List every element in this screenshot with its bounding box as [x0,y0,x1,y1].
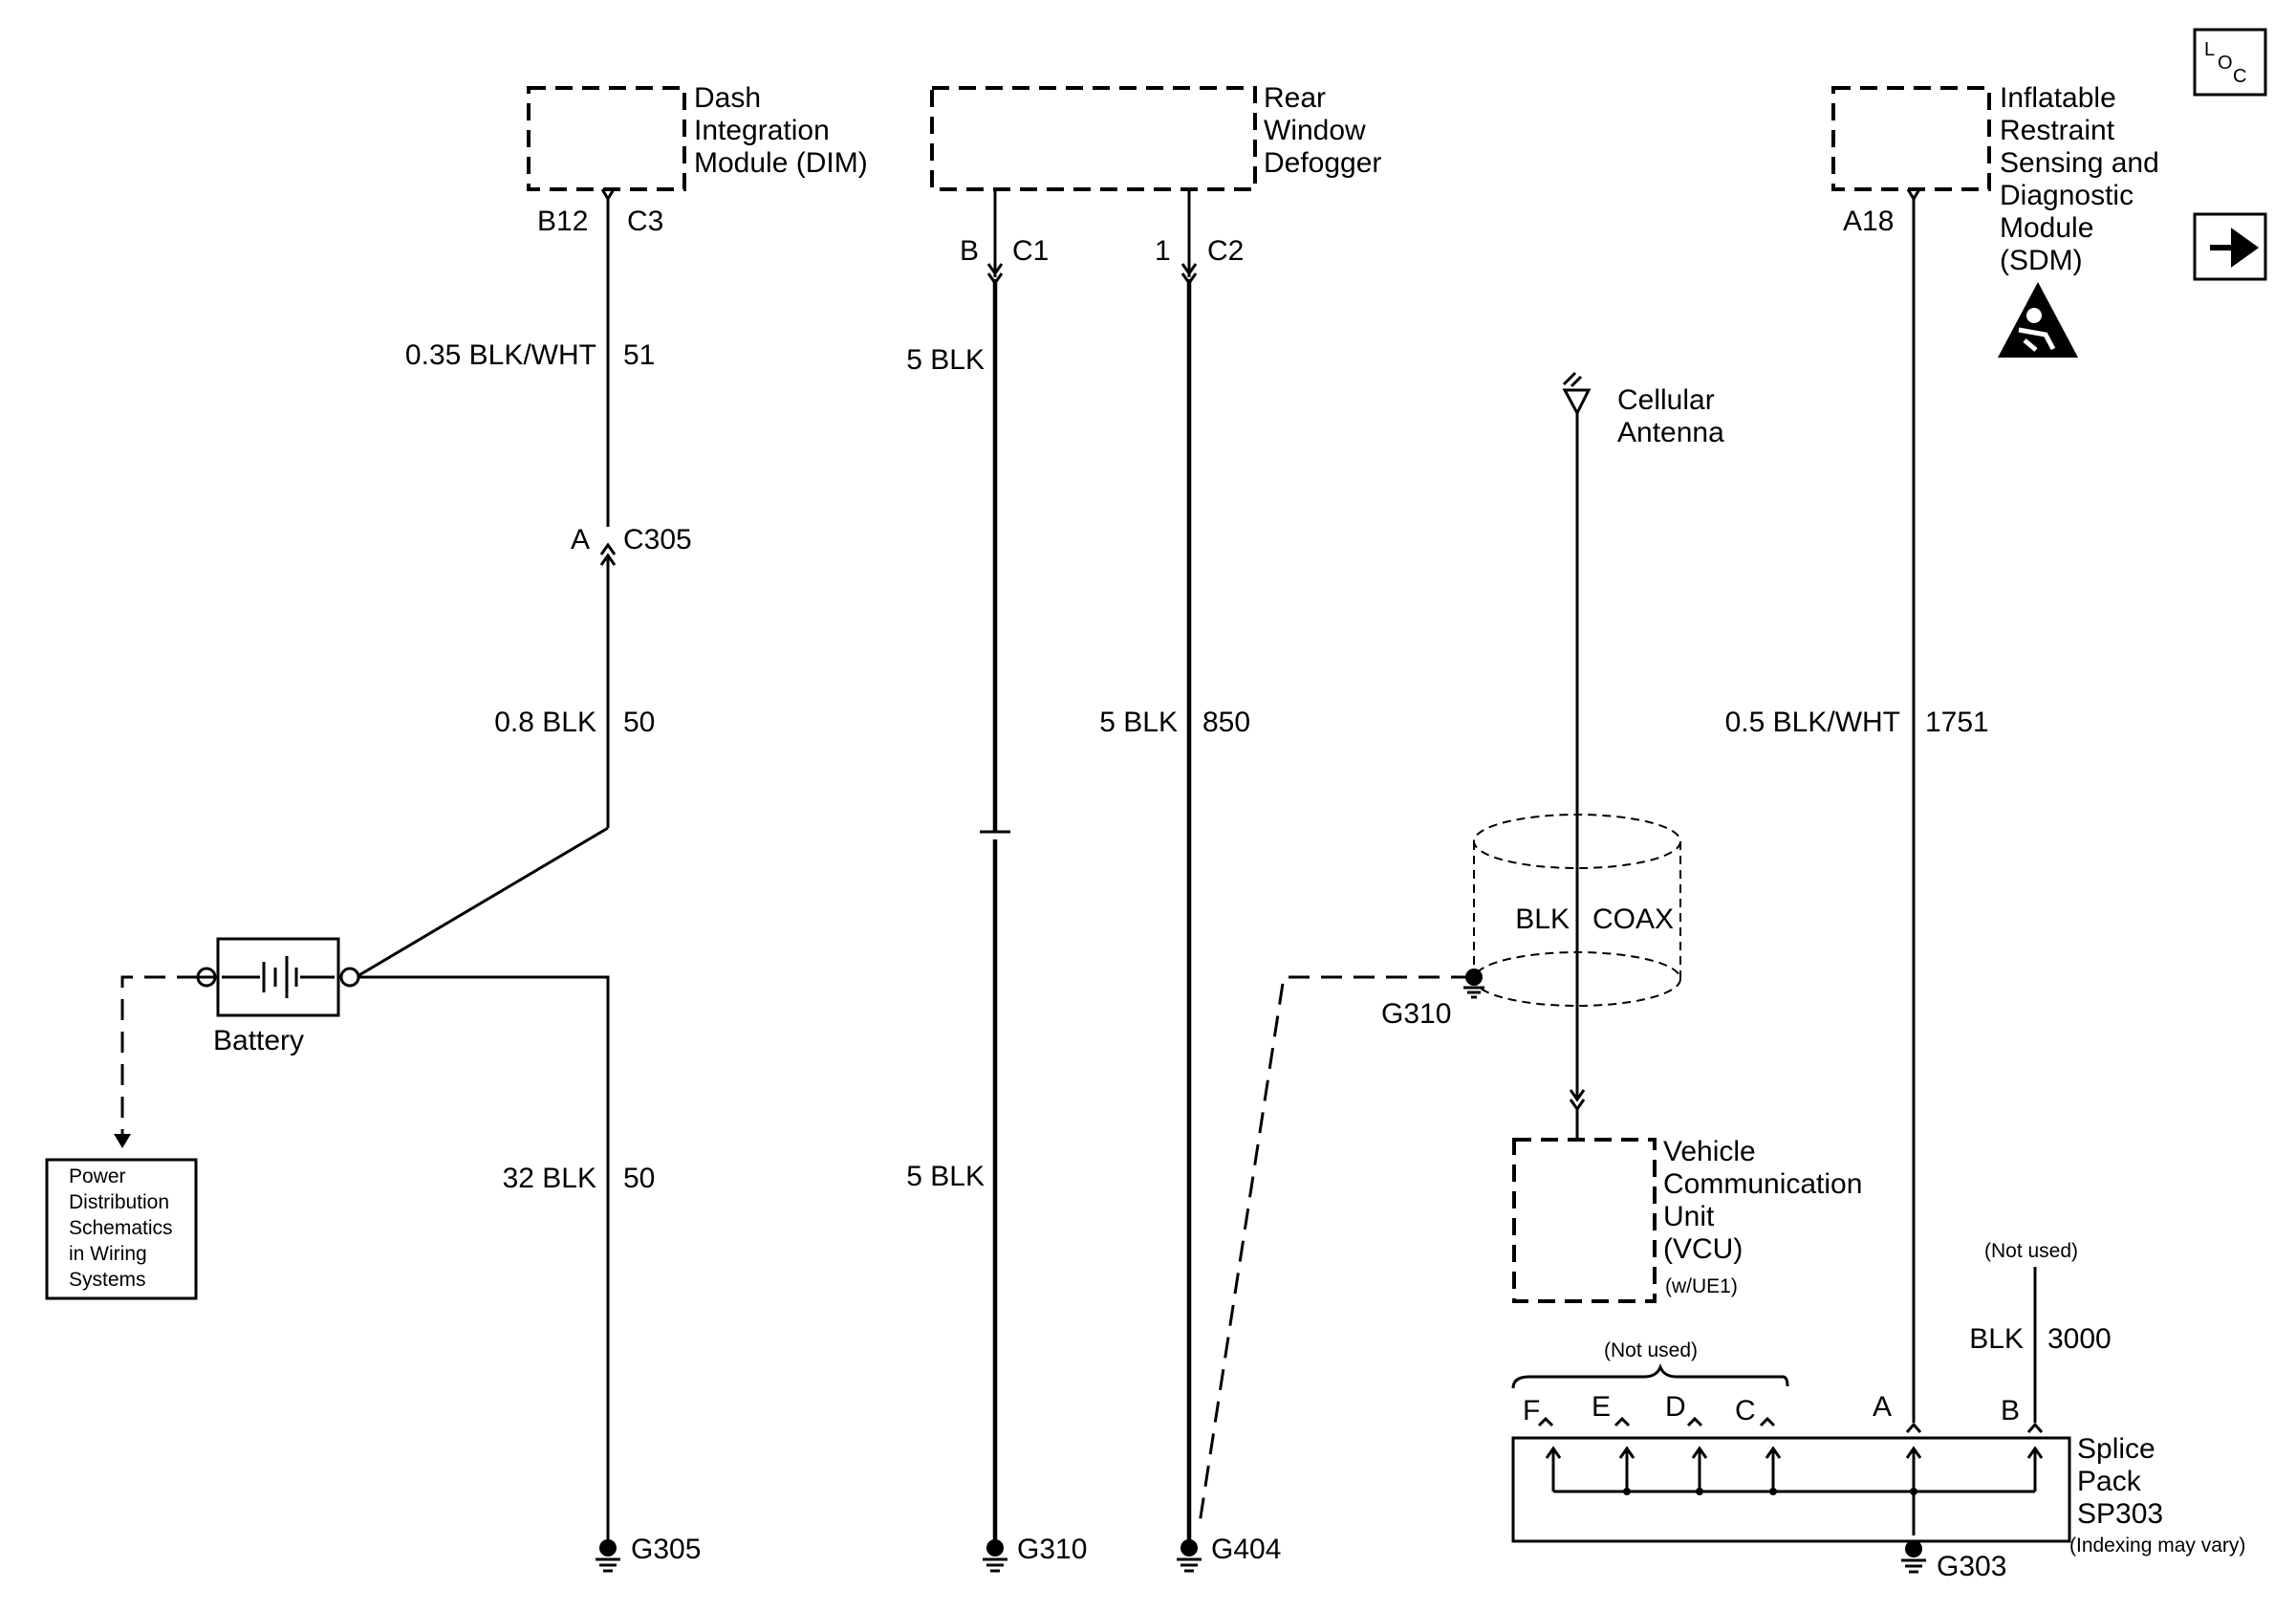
dim-label-line2: Integration [694,115,830,146]
not-used-left-label: (Not used) [1604,1339,1698,1361]
vcu-label-line3: Unit [1663,1201,1715,1232]
splice-internal-bus [1545,1446,2044,1535]
power-ref-line1: Power [69,1165,126,1187]
sdm-label-line5: Module [2000,212,2093,244]
not-used-right-label: (Not used) [1984,1240,2078,1262]
wire-51-circuit: 51 [623,339,655,371]
splice-pin-a: A [1873,1391,1892,1423]
wire-50a-spec: 0.8 BLK [494,707,596,738]
wire-3000-spec: BLK [1969,1323,2024,1355]
defogger-c1-pin: B [960,235,979,267]
splice-label-line3: SP303 [2077,1498,2163,1530]
battery-pos-terminal [339,967,360,988]
power-ref-arrow [114,1134,131,1148]
splice-pin-d: D [1665,1391,1686,1423]
dim-connector: C3 [627,206,663,237]
vcu-option: (w/UE1) [1665,1275,1738,1297]
ground-g305-symbol [596,1539,620,1573]
power-ref-line5: Systems [69,1269,146,1291]
ground-g404-symbol [1177,1539,1202,1573]
wire-50a-to-battery [357,826,609,978]
defogger-label-line1: Rear [1264,82,1326,114]
ground-g303-symbol [1901,1540,1926,1574]
power-ref-line3: Schematics [69,1217,173,1239]
dim-label-line1: Dash [694,82,761,114]
defogger-c2-pin: 1 [1155,235,1171,267]
splice-pin-f: F [1523,1395,1540,1426]
ground-g310-symbol [983,1539,1007,1573]
wire-c1-upper-spec: 5 BLK [906,344,985,376]
splice-pack-box [1511,1436,2071,1543]
power-ref-lead [120,975,198,1134]
sdm-label-line2: Restraint [2000,115,2115,146]
antenna-icon [1562,371,1592,425]
ground-g404-label: G404 [1211,1534,1281,1565]
power-ref-line2: Distribution [69,1191,169,1213]
airbag-warning-icon [1998,282,2078,358]
ground-g310-shield-symbol [1463,969,1484,999]
svg-text:C: C [2233,66,2246,87]
dim-pin: B12 [537,206,588,237]
splice-pin-c: C [1735,1395,1756,1426]
sdm-box [1831,86,1991,191]
sdm-pin: A18 [1843,206,1894,237]
defogger-c1-connector: C1 [1012,235,1049,267]
dim-label-line3: Module (DIM) [694,147,868,179]
power-distribution-ref-box[interactable] [45,1158,198,1300]
ground-g303-label: G303 [1937,1551,2006,1582]
wire-3000-circuit: 3000 [2047,1323,2112,1355]
wire-1751-circuit: 1751 [1925,707,1989,738]
ground-g310-shield-label: G310 [1381,998,1451,1030]
loc-icon[interactable]: L O C [2193,28,2267,97]
antenna-label-line2: Antenna [1617,417,1724,448]
wire-1751-spec: 0.5 BLK/WHT [1725,707,1900,738]
defogger-label-line3: Defogger [1264,147,1381,179]
coax-color: BLK [1515,903,1570,935]
wire-50a-circuit: 50 [623,707,655,738]
wire-50b-circuit: 50 [623,1163,655,1194]
arrow-right-icon[interactable] [2193,212,2267,281]
defogger-label-line2: Window [1264,115,1366,146]
vcu-label-line1: Vehicle [1663,1136,1756,1167]
dim-module-box [527,86,686,191]
shield-ground-lead [1197,975,1472,1531]
not-used-brace [1511,1362,1789,1389]
wire-850-spec: 5 BLK [1099,707,1178,738]
ground-g310-label: G310 [1017,1534,1087,1565]
c305-pin: A [571,524,590,555]
splice-label-line2: Pack [2077,1466,2142,1497]
ground-g305-label: G305 [631,1534,701,1565]
wire-50b-spec: 32 BLK [503,1163,596,1194]
sdm-label-line3: Sensing and [2000,147,2159,179]
defogger-box [930,86,1257,191]
antenna-label-line1: Cellular [1617,384,1715,416]
splice-note: (Indexing may vary) [2069,1535,2245,1557]
svg-text:L: L [2204,39,2215,60]
sdm-label-line4: Diagnostic [2000,180,2134,211]
wire-850-circuit: 850 [1202,707,1250,738]
svg-text:O: O [2218,53,2233,74]
wire-50b [358,975,610,1542]
splice-label-line1: Splice [2077,1433,2155,1465]
coax-type: COAX [1592,903,1674,935]
wire-51-spec: 0.35 BLK/WHT [405,339,596,371]
splice-pin-stubs [1537,1416,2044,1433]
wire-c1-lower-spec: 5 BLK [906,1161,985,1192]
defogger-c2-connector: C2 [1207,235,1244,267]
vcu-label-line4: (VCU) [1663,1233,1743,1265]
splice-pin-e: E [1592,1391,1611,1423]
battery-icon [222,956,335,998]
splice-pin-b: B [2001,1395,2020,1426]
c305-label: C305 [623,524,692,555]
vcu-label-line2: Communication [1663,1168,1862,1200]
battery-label: Battery [213,1025,304,1056]
sdm-label-line6: (SDM) [2000,245,2083,276]
power-ref-line4: in Wiring [69,1243,147,1265]
vcu-box [1512,1138,1657,1303]
sdm-label-line1: Inflatable [2000,82,2116,114]
